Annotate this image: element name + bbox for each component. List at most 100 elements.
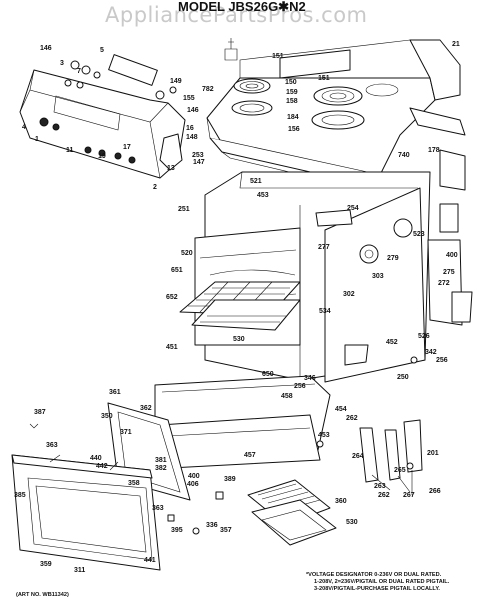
callout-147: 147	[193, 159, 205, 166]
callout-651: 651	[171, 267, 183, 274]
callout-530: 530	[233, 336, 245, 343]
model-title: MODEL JBS26G✱N2	[178, 0, 306, 14]
callout-311: 311	[74, 567, 85, 574]
callout-263: 263	[374, 483, 386, 490]
callout-303: 303	[372, 273, 384, 280]
callout-453: 453	[257, 192, 269, 199]
callout-272: 272	[438, 280, 450, 287]
callout-451: 451	[166, 344, 178, 351]
callout-302: 302	[343, 291, 355, 298]
callout-346: 346	[304, 375, 316, 382]
callout-11: 11	[66, 147, 74, 154]
callout-361: 361	[109, 389, 121, 396]
callout-256: 256	[294, 383, 306, 390]
oven-door	[11, 402, 191, 571]
callout-13: 13	[167, 165, 175, 172]
callout-146: 146	[40, 45, 52, 52]
callout-150: 150	[285, 79, 297, 86]
voltage-note-line-2: 1-208V, 2=236V/PIGTAIL OR DUAL RATED PIG…	[314, 579, 450, 585]
callout-652: 652	[166, 294, 178, 301]
callout-526: 526	[418, 333, 430, 340]
callout-277: 277	[318, 244, 330, 251]
callout-530: 530	[346, 519, 358, 526]
callout-400: 400	[446, 252, 458, 259]
callout-442: 442	[96, 463, 108, 470]
callout-650: 650	[262, 371, 274, 378]
callout-151: 151	[272, 53, 284, 60]
callout-385: 385	[14, 492, 26, 499]
callout-5: 5	[100, 47, 104, 54]
callout-336: 336	[206, 522, 218, 529]
callout-523: 523	[413, 231, 425, 238]
callout-381: 381	[155, 457, 167, 464]
callout-362: 362	[140, 405, 152, 412]
callout-534: 534	[319, 308, 331, 315]
callout-149: 149	[170, 78, 182, 85]
callout-159: 159	[286, 89, 298, 96]
callout-342: 342	[425, 349, 437, 356]
callout-4: 4	[22, 124, 26, 131]
callout-357: 357	[220, 527, 232, 534]
callout-782: 782	[202, 86, 214, 93]
callout-363: 363	[152, 505, 164, 512]
callout-201: 201	[427, 450, 439, 457]
callout-155: 155	[183, 95, 195, 102]
callout-360: 360	[335, 498, 347, 505]
callout-458: 458	[281, 393, 293, 400]
callout-1: 1	[35, 136, 39, 143]
callout-184: 184	[287, 114, 299, 121]
callout-7: 7	[77, 68, 81, 75]
cooktop	[206, 39, 466, 191]
watermark: AppliancePartsPros.com	[105, 3, 368, 27]
callout-521: 521	[250, 178, 262, 185]
art-number: (ART NO. WB11342)	[16, 592, 69, 598]
callout-148: 148	[186, 134, 198, 141]
callout-267: 267	[403, 492, 415, 499]
callout-350: 350	[101, 413, 113, 420]
callout-250: 250	[397, 374, 409, 381]
callout-387: 387	[34, 409, 46, 416]
broiler-pan	[247, 479, 337, 546]
callout-452: 452	[386, 339, 398, 346]
callout-17: 17	[123, 144, 131, 151]
callout-406: 406	[187, 481, 199, 488]
callout-359: 359	[40, 561, 52, 568]
callout-358: 358	[128, 480, 140, 487]
callout-264: 264	[352, 453, 364, 460]
callout-254: 254	[347, 205, 359, 212]
callout-262: 262	[378, 492, 390, 499]
callout-441: 441	[144, 557, 156, 564]
callout-16: 16	[186, 125, 194, 132]
voltage-note-line-1: *VOLTAGE DESIGNATOR 0-236V OR DUAL RATED…	[306, 572, 442, 578]
callout-253: 253	[192, 152, 204, 159]
callout-21: 21	[452, 41, 460, 48]
callout-275: 275	[443, 269, 455, 276]
callout-440: 440	[90, 455, 102, 462]
callout-453: 453	[318, 432, 330, 439]
callout-454: 454	[335, 406, 347, 413]
callout-251: 251	[178, 206, 190, 213]
callout-158: 158	[286, 98, 298, 105]
control-panel	[19, 38, 238, 179]
callout-146: 146	[187, 107, 199, 114]
callout-266: 266	[429, 488, 441, 495]
callout-395: 395	[171, 527, 183, 534]
callout-382: 382	[155, 465, 167, 472]
callout-2: 2	[153, 184, 157, 191]
callout-262: 262	[346, 415, 358, 422]
drawer	[154, 375, 331, 469]
callout-19: 19	[98, 153, 106, 160]
callout-178: 178	[428, 147, 440, 154]
callout-151: 151	[318, 75, 330, 82]
callout-457: 457	[244, 452, 256, 459]
callout-279: 279	[387, 255, 399, 262]
callout-156: 156	[288, 126, 300, 133]
oven-body	[179, 149, 466, 383]
misc-parts	[29, 291, 473, 535]
callout-400: 400	[188, 473, 200, 480]
callout-389: 389	[224, 476, 236, 483]
voltage-note: *VOLTAGE DESIGNATOR 0-236V OR DUAL RATED…	[306, 572, 450, 592]
callout-265: 265	[394, 467, 406, 474]
